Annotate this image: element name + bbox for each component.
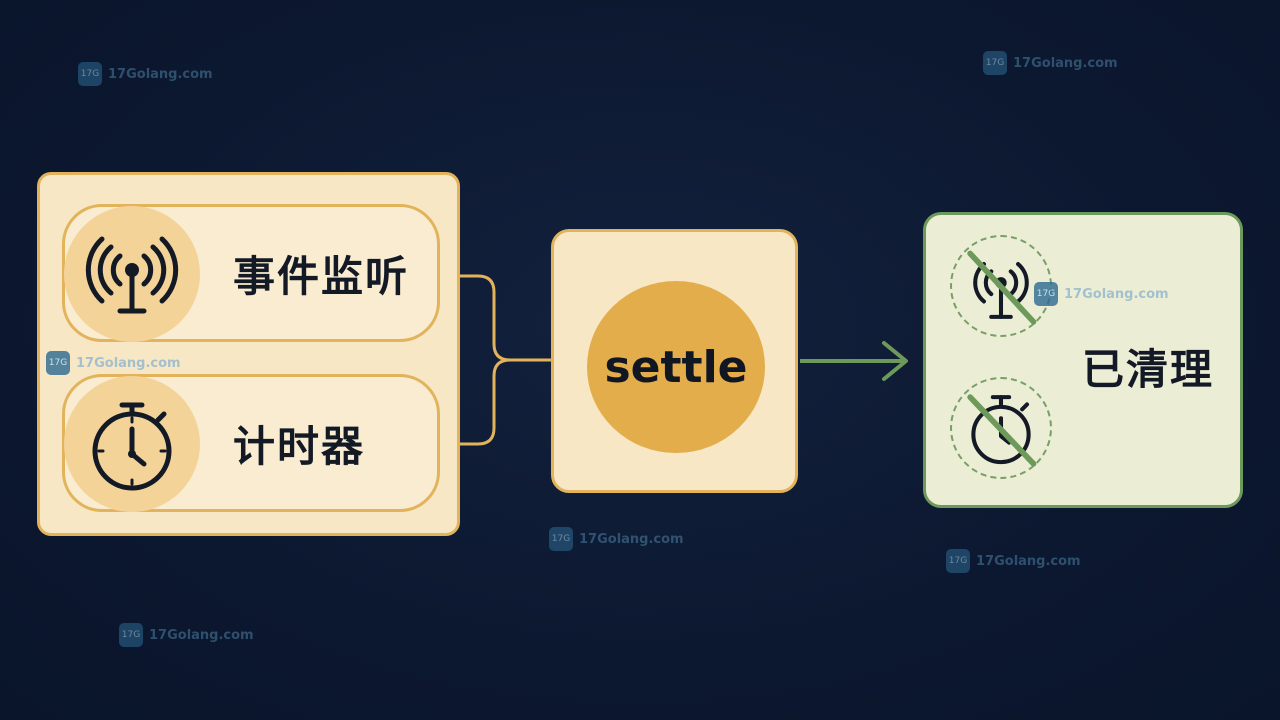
watermark: 17G 17Golang.com [983,51,1118,75]
watermark: 17G 17Golang.com [1034,282,1169,306]
watermark-logo-icon: 17G [46,351,70,375]
watermark-logo-icon: 17G [78,62,102,86]
watermark-logo-icon: 17G [983,51,1007,75]
watermark-text: 17Golang.com [76,355,181,371]
event-listener-label: 事件监听 [233,251,410,301]
watermark-text: 17Golang.com [579,531,684,547]
settle-label: settle [604,341,748,393]
watermark-logo-icon: 17G [119,623,143,647]
watermark-text: 17Golang.com [1064,286,1169,302]
watermark-text: 17Golang.com [149,627,254,643]
watermark: 17G 17Golang.com [46,351,181,375]
antenna-disabled-icon [950,235,1052,337]
antenna-icon [64,206,200,342]
watermark-text: 17Golang.com [1013,55,1118,71]
cleaned-label: 已清理 [1082,345,1215,394]
cleaned-panel: 已清理 [923,212,1243,508]
settle-box: settle [551,229,798,493]
timer-label: 计时器 [233,421,366,471]
event-listener-row: 事件监听 [62,204,440,342]
watermark: 17G 17Golang.com [78,62,213,86]
watermark-logo-icon: 17G [549,527,573,551]
watermark-text: 17Golang.com [976,553,1081,569]
timer-row: 计时器 [62,374,440,512]
watermark: 17G 17Golang.com [119,623,254,647]
watermark: 17G 17Golang.com [549,527,684,551]
watermark: 17G 17Golang.com [946,549,1081,573]
arrow-head [882,341,908,381]
watermark-text: 17Golang.com [108,66,213,82]
watermark-logo-icon: 17G [946,549,970,573]
resources-panel: 事件监听 [37,172,460,536]
watermark-logo-icon: 17G [1034,282,1058,306]
stopwatch-icon [64,376,200,512]
stopwatch-disabled-icon [950,377,1052,479]
settle-circle: settle [587,281,765,453]
